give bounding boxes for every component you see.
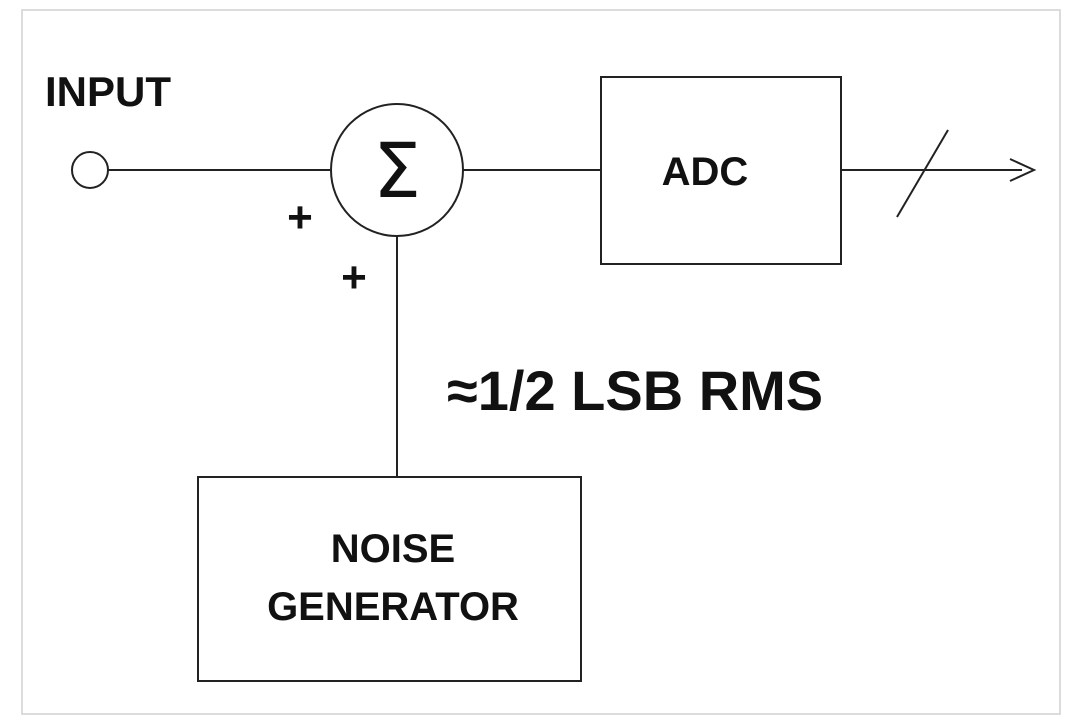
input-label: INPUT bbox=[45, 68, 171, 115]
noise-generator-label-line1: NOISE bbox=[331, 527, 455, 571]
adc-block bbox=[600, 76, 842, 265]
plus-sign-input: + bbox=[287, 193, 313, 242]
noise-generator-label-line2: GENERATOR bbox=[267, 585, 519, 629]
input-terminal-icon bbox=[71, 151, 109, 189]
noise-generator-block bbox=[197, 476, 582, 682]
noise-level-label: ≈1/2 LSB RMS bbox=[447, 359, 823, 422]
adc-label: ADC bbox=[662, 150, 749, 194]
summer-symbol: Σ bbox=[373, 126, 421, 215]
bus-slash-icon bbox=[896, 129, 949, 218]
plus-sign-noise: + bbox=[341, 253, 367, 302]
arrow-right-icon bbox=[1009, 158, 1037, 182]
